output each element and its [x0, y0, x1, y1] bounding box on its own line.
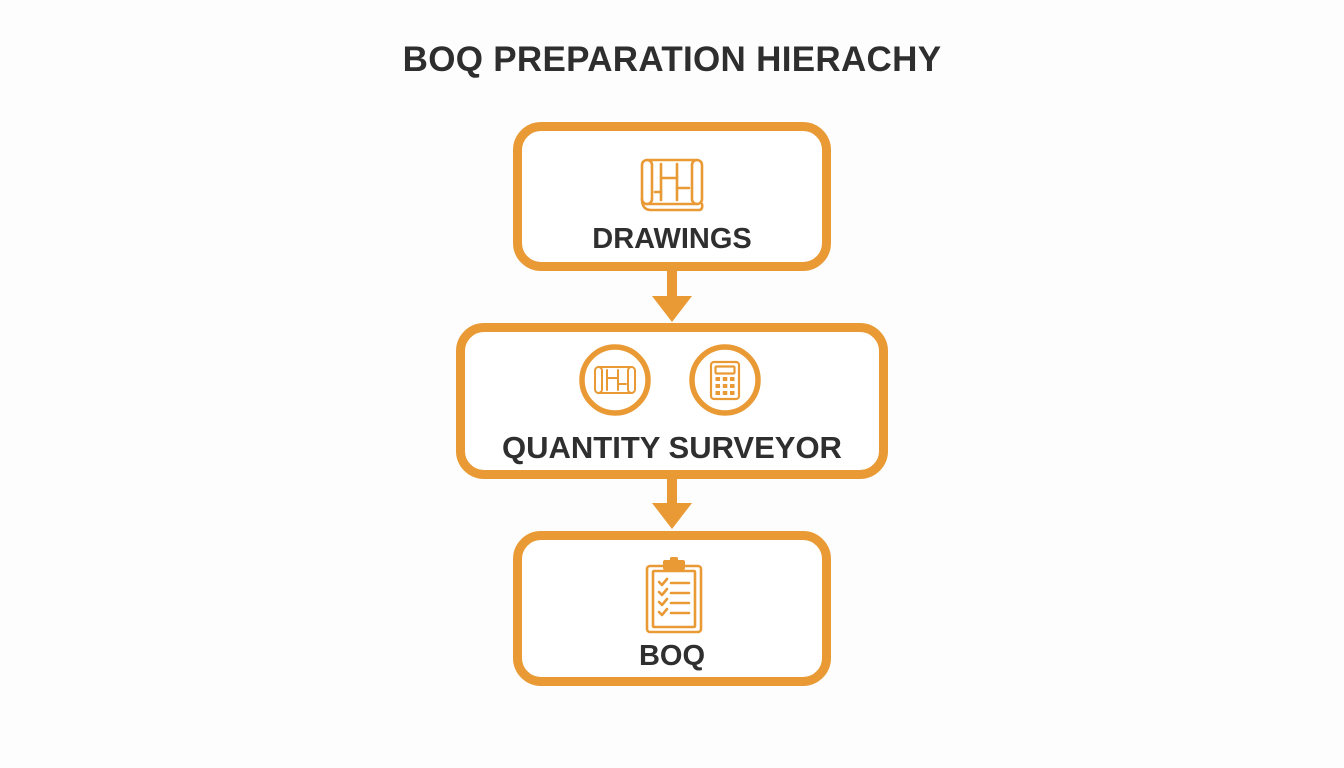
- blueprint-icon: [640, 158, 704, 212]
- calculator-circle-icon: [689, 344, 761, 416]
- node-label-drawings: DRAWINGS: [592, 223, 752, 255]
- arrow-down-icon: [652, 475, 692, 529]
- arrow-down-icon: [652, 268, 692, 322]
- clipboard-checklist-icon: [645, 557, 703, 634]
- diagram-title: BOQ PREPARATION HIERACHY: [402, 40, 942, 79]
- node-quantity-surveyor: QUANTITY SURVEYOR: [456, 323, 888, 479]
- node-label-quantity-surveyor: QUANTITY SURVEYOR: [502, 430, 842, 465]
- node-drawings: DRAWINGS: [513, 122, 831, 271]
- node-label-boq: BOQ: [638, 640, 706, 672]
- blueprint-circle-icon: [579, 344, 651, 416]
- node-boq: BOQ: [513, 531, 831, 686]
